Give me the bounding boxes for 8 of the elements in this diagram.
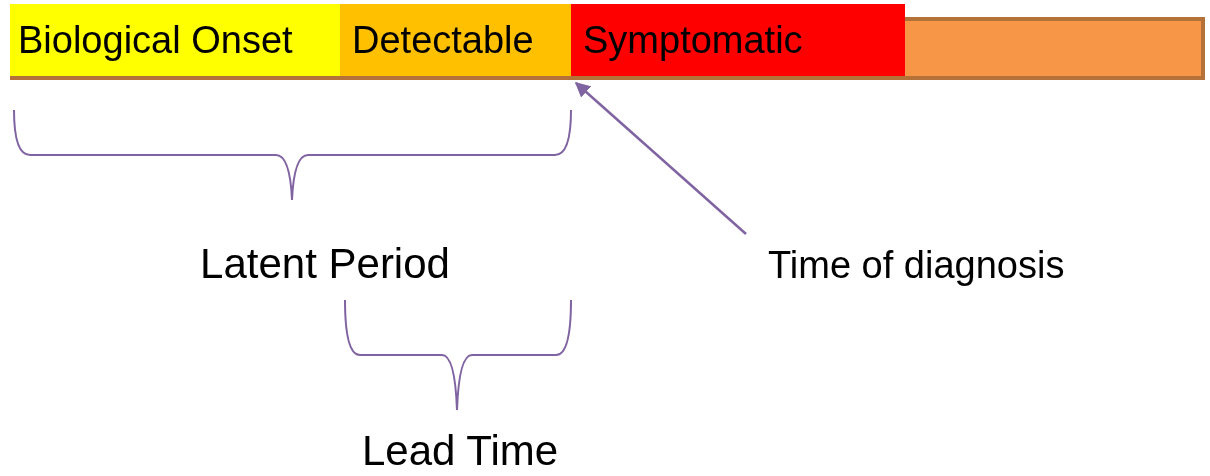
stage-segment: Detectable <box>340 4 571 80</box>
bracket-label: Latent Period <box>200 238 450 289</box>
arrow <box>574 82 747 235</box>
timeline-bar <box>905 17 1205 80</box>
stage-segment: Symptomatic <box>571 4 905 80</box>
bracket-label: Lead Time <box>361 425 559 476</box>
stage-segment: Biological Onset <box>10 4 340 80</box>
callout-text: Time of diagnosis <box>768 238 1158 292</box>
